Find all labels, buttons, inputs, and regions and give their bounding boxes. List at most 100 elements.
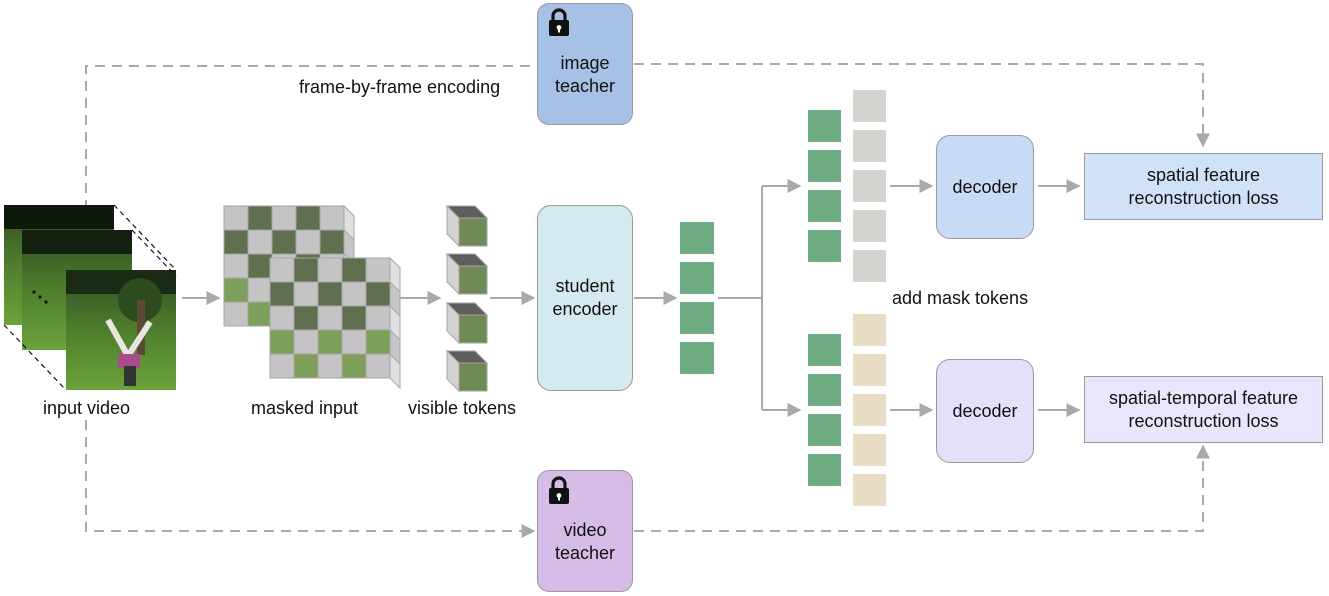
feature-token [808, 230, 841, 262]
spatiotemporal-loss-label-line2: reconstruction loss [1128, 410, 1279, 431]
visible-token [445, 349, 489, 393]
mask-token [853, 130, 886, 162]
visible-patch [317, 329, 343, 355]
masked-patch [317, 305, 343, 331]
masked-patch [365, 257, 391, 283]
visible-patch [295, 205, 321, 231]
visible-patch [247, 301, 273, 327]
mask-token [853, 474, 886, 506]
decoder-top-label: decoder [952, 176, 1018, 197]
visible-patch [293, 305, 319, 331]
masked-patch [269, 305, 295, 331]
cube-front-face [269, 257, 391, 379]
spatial-loss-label-line1: spatial feature [1146, 164, 1261, 185]
feature-token [680, 302, 714, 334]
visible-patch [317, 281, 343, 307]
decoder-top-input-tokens [808, 90, 886, 282]
visible-patch [293, 257, 319, 283]
visible-patch [365, 281, 391, 307]
masked-patch [317, 257, 343, 283]
mask-token [853, 170, 886, 202]
ellipsis-dots [32, 290, 48, 304]
visible-patch [269, 281, 295, 307]
lock-icon [549, 476, 569, 504]
visible-patch [269, 329, 295, 355]
feature-token [680, 262, 714, 294]
video-teacher-label-line1: video [563, 520, 607, 540]
mask-token [853, 210, 886, 242]
image-teacher-label-line2: teacher [554, 76, 616, 96]
masked-patch [365, 305, 391, 331]
visible-patch [341, 257, 367, 283]
masked-input-label: masked input [251, 398, 359, 418]
cube-side-face [389, 256, 401, 390]
visible-patch [341, 305, 367, 331]
visible-patch [271, 229, 297, 255]
visible-token [445, 301, 489, 345]
spatial-loss-box: spatial feature reconstruction loss [1084, 153, 1323, 220]
video-frame-outlines [3, 204, 177, 391]
lock-icon [549, 8, 569, 36]
visible-patch [223, 277, 249, 303]
token-front-face [458, 265, 488, 295]
visible-patch [341, 353, 367, 379]
image-teacher-label-line1: image [560, 53, 610, 73]
masked-patch [293, 281, 319, 307]
token-front-face [458, 362, 488, 392]
mask-token [853, 314, 886, 346]
input-video-frames [3, 204, 177, 391]
visible-token [445, 252, 489, 296]
masked-patch [271, 205, 297, 231]
feature-token [808, 414, 841, 446]
solid-arrows [182, 179, 1081, 417]
student-encoder-label-line1: student [555, 276, 615, 296]
frame-encoding-label: frame-by-frame encoding [299, 77, 501, 97]
visible-token-group [445, 204, 489, 393]
feature-token [680, 222, 714, 254]
visible-patch [365, 329, 391, 355]
spatiotemporal-loss-box: spatial-temporal feature reconstruction … [1084, 376, 1323, 443]
decoder-top-box: decoder [936, 135, 1034, 239]
mask-token [853, 354, 886, 386]
feature-token [808, 334, 841, 366]
masked-patch [269, 257, 295, 283]
masked-patch [365, 353, 391, 379]
decoder-bottom-box: decoder [936, 359, 1034, 463]
visible-patch [293, 353, 319, 379]
masked-patch [223, 205, 249, 231]
decoder-bottom-label: decoder [952, 400, 1018, 421]
masked-input-cubes [222, 204, 402, 390]
visible-token [445, 204, 489, 248]
masked-patch [247, 277, 273, 303]
mask-token [853, 394, 886, 426]
visible-patch [247, 253, 273, 279]
mask-token [853, 250, 886, 282]
dashed-path-image-teacher [85, 63, 1210, 210]
masked-patch [341, 281, 367, 307]
feature-token [680, 342, 714, 374]
input-video-label: input video [43, 398, 131, 418]
visible-tokens-label: visible tokens [408, 398, 517, 418]
masked-patch [341, 329, 367, 355]
dashed-path-video-teacher [85, 420, 1210, 538]
token-front-face [458, 314, 488, 344]
feature-token [808, 150, 841, 182]
spatiotemporal-loss-label-line1: spatial-temporal feature [1108, 387, 1299, 408]
add-mask-tokens-label: add mask tokens [892, 288, 1029, 308]
masked-patch [223, 253, 249, 279]
visible-patch [247, 205, 273, 231]
feature-token [808, 374, 841, 406]
decoder-bottom-input-tokens [808, 314, 886, 506]
student-encoder-label-line2: encoder [552, 299, 618, 319]
mask-token [853, 90, 886, 122]
masked-patch [223, 301, 249, 327]
visible-patch [223, 229, 249, 255]
feature-token [808, 454, 841, 486]
masked-patch [247, 229, 273, 255]
video-frame-front [66, 270, 176, 390]
feature-token [808, 110, 841, 142]
token-front-face [458, 217, 488, 247]
masked-patch [295, 229, 321, 255]
